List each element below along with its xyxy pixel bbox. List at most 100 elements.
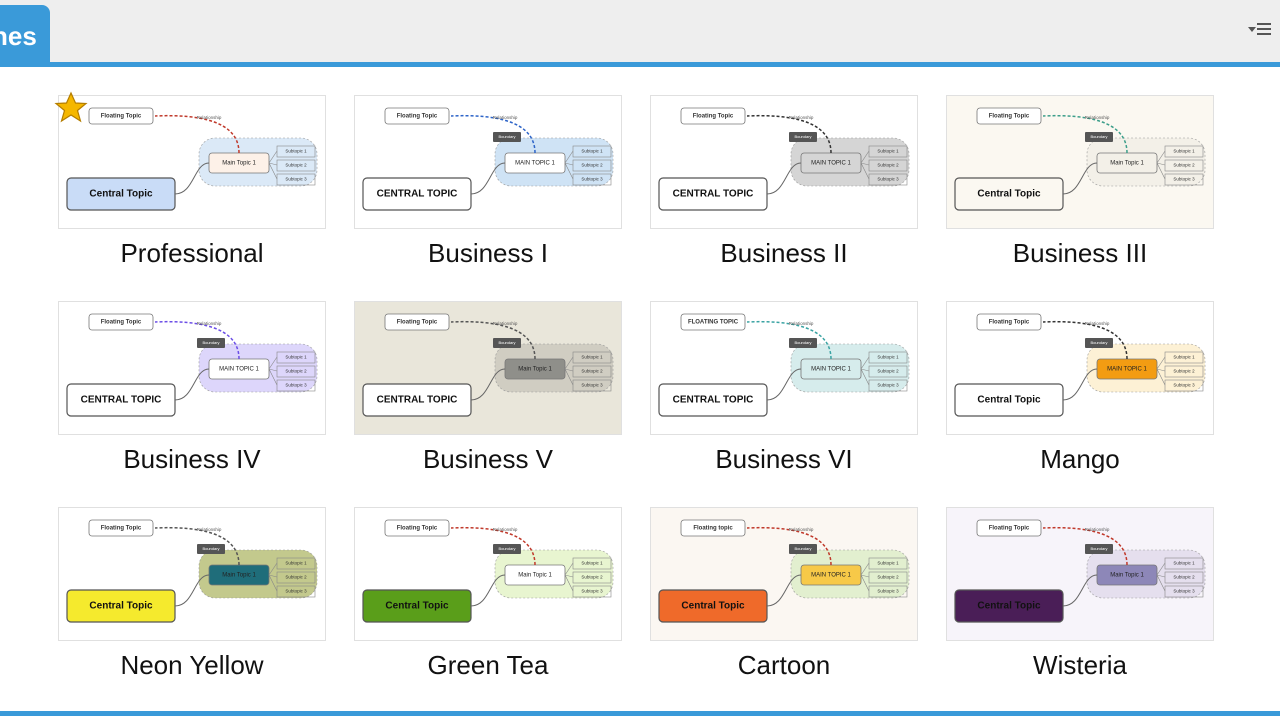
main-topic-label: MAIN TOPIC 1 (219, 367, 259, 373)
central-topic-label: Central Topic (977, 189, 1041, 200)
relationship-label: Relationship (1085, 527, 1110, 532)
floating-topic-node (88, 107, 154, 125)
subtopic-node (276, 557, 316, 570)
relationship-label: Relationship (1085, 115, 1110, 120)
central-topic-label: Central Topic (681, 601, 745, 612)
main-topic-label: Main Topic 1 (222, 161, 256, 167)
subtopic-label: Subtopic 1 (581, 561, 603, 566)
boundary-tag (197, 338, 225, 348)
subtopic-node (572, 145, 612, 158)
floating-topic-node (384, 519, 450, 537)
boundary-tag (789, 338, 817, 348)
subtopic-label: Subtopic 2 (285, 369, 307, 374)
floating-topic-node (384, 313, 450, 331)
central-topic-label: CENTRAL TOPIC (377, 395, 458, 406)
subtopic-node (572, 365, 612, 378)
list-icon (1257, 23, 1271, 35)
theme-name: Business I (428, 238, 548, 268)
subtopic-label: Subtopic 1 (285, 561, 307, 566)
subtopic-label: Subtopic 2 (877, 369, 899, 374)
subtopic-node (1164, 159, 1204, 172)
relationship-label: Relationship (1085, 321, 1110, 326)
subtopic-label: Subtopic 3 (877, 383, 899, 388)
boundary-label: Boundary (202, 546, 219, 551)
theme-name: Neon Yellow (120, 650, 264, 680)
subtopic-node (868, 351, 908, 364)
floating-topic-label: Floating Topic (989, 526, 1030, 532)
subtopic-node (276, 159, 316, 172)
themes-header: nes (0, 0, 1280, 62)
subtopic-node (276, 145, 316, 158)
boundary-tag (789, 544, 817, 554)
relationship-label: Relationship (197, 321, 222, 326)
subtopic-label: Subtopic 1 (285, 149, 307, 154)
floating-topic-node (976, 313, 1042, 331)
subtopic-node (868, 145, 908, 158)
boundary-label: Boundary (498, 340, 515, 345)
subtopic-label: Subtopic 2 (1173, 575, 1195, 580)
subtopic-label: Subtopic 1 (1173, 355, 1195, 360)
central-topic-label: CENTRAL TOPIC (673, 189, 754, 200)
subtopic-node (572, 351, 612, 364)
subtopic-node (276, 173, 316, 186)
theme-name: Professional (120, 238, 264, 268)
subtopic-label: Subtopic 1 (877, 355, 899, 360)
boundary-label: Boundary (498, 546, 515, 551)
relationship-label: Relationship (789, 321, 814, 326)
subtopic-label: Subtopic 2 (285, 163, 307, 168)
subtopic-node (1164, 571, 1204, 584)
floating-topic-node (384, 107, 450, 125)
subtopic-node (868, 571, 908, 584)
main-topic-label: MAIN TOPIC 1 (811, 367, 851, 373)
themes-tab[interactable]: nes (0, 5, 50, 62)
subtopic-label: Subtopic 3 (581, 177, 603, 182)
main-topic-label: Main Topic 1 (518, 573, 552, 579)
subtopic-label: Subtopic 1 (877, 561, 899, 566)
floating-topic-node (88, 313, 154, 331)
boundary-label: Boundary (1090, 340, 1107, 345)
floating-topic-node (680, 519, 746, 537)
subtopic-label: Subtopic 3 (581, 589, 603, 594)
subtopic-node (572, 571, 612, 584)
subtopic-node (1164, 365, 1204, 378)
central-topic-label: Central Topic (89, 601, 153, 612)
subtopic-node (1164, 145, 1204, 158)
central-topic-label: Central Topic (977, 395, 1041, 406)
boundary-label: Boundary (202, 340, 219, 345)
subtopic-label: Subtopic 1 (581, 149, 603, 154)
theme-name: Green Tea (427, 650, 549, 680)
subtopic-node (276, 351, 316, 364)
main-topic-label: Main Topic 1 (1110, 161, 1144, 167)
subtopic-label: Subtopic 2 (581, 163, 603, 168)
main-topic-label: MAIN TOPIC 1 (811, 573, 851, 579)
subtopic-node (1164, 585, 1204, 598)
floating-topic-label: Floating Topic (989, 320, 1030, 326)
subtopic-node (868, 557, 908, 570)
subtopic-node (276, 585, 316, 598)
relationship-label: Relationship (789, 527, 814, 532)
relationship-label: Relationship (493, 321, 518, 326)
dropdown-list-icon[interactable] (1246, 20, 1276, 40)
floating-topic-label: Floating Topic (397, 320, 438, 326)
